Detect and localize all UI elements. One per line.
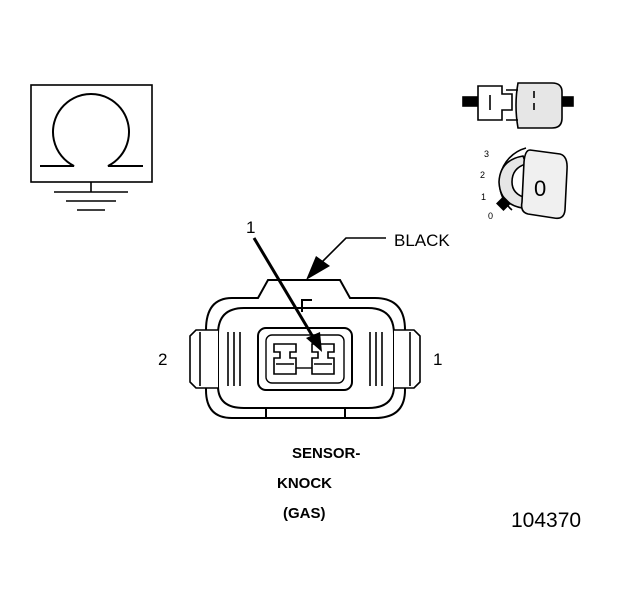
connector-color-label: BLACK xyxy=(394,231,450,250)
caption-line-1: SENSOR- xyxy=(292,445,360,462)
ground-symbol xyxy=(54,191,128,211)
figure-number: 104370 xyxy=(511,509,581,532)
caption-line-2: KNOCK xyxy=(277,475,332,492)
connector-side-view-icon xyxy=(462,82,574,129)
scale-label-0: 0 xyxy=(488,211,493,221)
left-latch xyxy=(189,329,241,389)
left-pin-label: 2 xyxy=(158,350,167,369)
caption-line-3: (GAS) xyxy=(283,505,326,522)
sensor-symbol xyxy=(30,84,153,192)
connector-body xyxy=(205,279,406,419)
selected-position: 0 xyxy=(534,176,546,201)
right-latch xyxy=(369,329,421,389)
terminal-pin-1 xyxy=(311,343,335,375)
pin-callout-label: 1 xyxy=(246,218,255,237)
view-indicator-scale: 3 2 1 0 0 xyxy=(480,149,546,221)
pin-callout-arrow xyxy=(252,237,322,352)
right-pin-label: 1 xyxy=(433,350,442,369)
view-indicator-icon xyxy=(496,147,568,220)
terminal-pin-2 xyxy=(273,343,297,375)
scale-label-3: 3 xyxy=(484,149,489,159)
scale-label-2: 2 xyxy=(480,170,485,180)
color-callout-arrow xyxy=(306,237,386,280)
scale-label-1: 1 xyxy=(481,192,486,202)
